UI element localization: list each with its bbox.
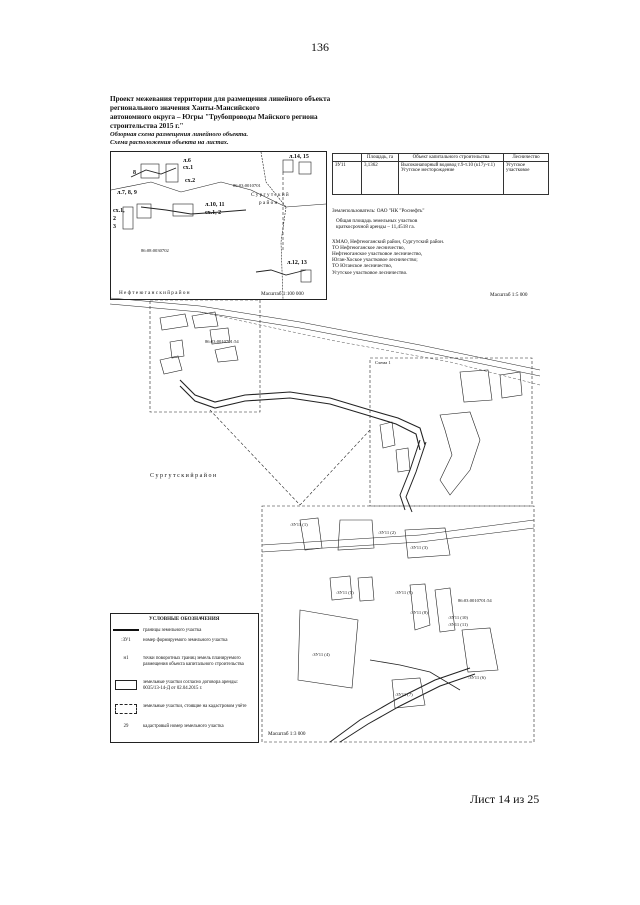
info-location: ХМАО, Нефтеюганский район, Сургутский ра… [332, 239, 532, 276]
overview-label-sx12: сх.1, 2 [205, 210, 222, 216]
info-location-line: Юган-Хоское участковое лесничество; [332, 257, 418, 264]
info-area: Общая площадь земельных участков краткос… [336, 218, 532, 230]
legend-item-text: границы земельного участка [143, 628, 202, 633]
document-subtitle: Обзорная схема размещения линейного объе… [110, 131, 360, 147]
sheet-label: Лист 14 из 25 [470, 792, 540, 806]
parcel-label: :ЗУ11 (4) [312, 652, 330, 657]
overview-surgut-1: С у р г у т с к и й [251, 192, 289, 198]
overview-label-l6: л.6 [183, 158, 191, 164]
legend: УСЛОВНЫЕ ОБОЗНАЧЕНИЯ границы земельного … [110, 613, 259, 743]
legend-lease-symbol [115, 680, 137, 690]
overview-label-l789: л.7, 8, 9 [117, 190, 137, 196]
legend-cadastral-symbol [115, 704, 137, 714]
overview-surgut-2: р а й о н [259, 200, 278, 206]
title-line: автономного округа – Югры "Трубопроводы … [110, 113, 318, 121]
title-line: Проект межевания территории для размещен… [110, 95, 331, 103]
map-scale-top: Масштаб 1:5 000 [490, 292, 528, 298]
overview-map: л.6 сх.1 сх.2 8 л.7, 8, 9 сх.1, 2 3 л.14… [110, 151, 327, 300]
overview-label-3: 3 [113, 224, 116, 230]
info-location-line: ТО Юганское лесничество, [332, 263, 393, 270]
map-scheme-1: Схема 1 [375, 360, 391, 365]
parcel-label: :ЗУ11 (9) [395, 590, 413, 595]
legend-item: земельные участки, стоящие на кадастрово… [113, 704, 248, 714]
parcel-label: :ЗУ11 (5) [336, 590, 354, 595]
table-cell: Угутское участковое [503, 161, 549, 195]
map-cad-detail: 86:03:0010701:54 [458, 598, 492, 603]
parcel-label: :ЗУ11 (11) [448, 622, 468, 627]
parcel-label: :ЗУ11 (1) [290, 522, 308, 527]
overview-cad-2: 86:08:0030702 [141, 248, 169, 253]
parcel-label: :ЗУ11 (6) [468, 675, 486, 680]
overview-cad-1: 86:03:0010701 [233, 183, 261, 188]
map-surgut-district: С у р г у т с к и й р а й о н [150, 473, 217, 479]
overview-label-sx1: сх.1 [183, 165, 194, 171]
legend-item: 29 кадастровый номер земельного участка [113, 724, 248, 730]
document-title: Проект межевания территории для размещен… [110, 95, 390, 131]
overview-label-l1415: л.14, 15 [289, 154, 309, 160]
legend-item-text: точки поворотных границ земель планируем… [143, 656, 244, 667]
subtitle-line: Обзорная схема размещения линейного объе… [110, 131, 249, 138]
parcel-label: :ЗУ11 (10) [448, 615, 468, 620]
legend-item-text: земельные участки, стоящие на кадастрово… [143, 704, 247, 709]
legend-item-symbol: :ЗУ1 [121, 638, 131, 643]
info-area-line: Общая площадь земельных участков [336, 218, 418, 225]
legend-item-symbol: 29 [123, 724, 129, 729]
overview-label-sx2: сх.2 [185, 178, 196, 184]
subtitle-line: Схема расположения объекта на листах. [110, 139, 229, 146]
overview-label-l1213: л.12, 13 [287, 260, 307, 266]
overview-label-sx1b: сх.1, [113, 208, 125, 214]
legend-item-text: земельные участки согласно договора арен… [143, 680, 238, 691]
legend-item: границы земельного участка [113, 628, 248, 634]
info-location-line: Нефтеюганское участковое лесничество, [332, 251, 423, 258]
table-cell: ЗУ11 [332, 161, 362, 195]
legend-items: границы земельного участка :ЗУ1 номер фор… [113, 628, 253, 740]
legend-item-text: кадастровый номер земельного участка [143, 724, 224, 729]
parcel-label: :ЗУ11 (8) [410, 610, 428, 615]
parcel-label: :ЗУ11 (7) [395, 692, 413, 697]
legend-item: :ЗУ1 номер формируемого земельного участк… [113, 638, 248, 644]
overview-scale: Масштаб 1:100 000 [261, 291, 304, 297]
parcel-label: :ЗУ11 (3) [410, 545, 428, 550]
info-location-line: ТО Нефтеюганское лесничество, [332, 244, 405, 251]
info-area-line: краткосрочной аренды – 11,4518 га. [336, 224, 415, 231]
overview-label-l1011: л.10, 11 [205, 202, 225, 208]
table-row: ЗУ11 3,1362 Высоконапорный водовод т.9-т… [332, 161, 549, 195]
legend-item: земельные участки согласно договора арен… [113, 680, 248, 691]
legend-title: УСЛОВНЫЕ ОБОЗНАЧЕНИЯ [149, 617, 220, 622]
map-cad-main: 86:03:0010701:54 [205, 339, 239, 344]
parcel-table-wrap: Площадь, га Объект капитального строител… [332, 153, 549, 195]
map-scale-bottom: Масштаб 1:3 000 [268, 731, 306, 737]
legend-item-symbol: н1 [123, 656, 129, 661]
page-number: 136 [311, 40, 329, 54]
parcel-table: Площадь, га Объект капитального строител… [332, 153, 549, 195]
legend-item: н1 точки поворотных границ земель планиру… [113, 656, 248, 667]
table-cell: 3,1362 [361, 161, 399, 195]
overview-label-8: 8 [133, 170, 136, 176]
overview-label-2: 2 [113, 216, 116, 222]
legend-boundary-symbol [113, 628, 139, 631]
title-line: регионального значения Ханты-Мансийского [110, 104, 260, 112]
info-owner: Землепользователь: ОАО "НК "Роснефть" [332, 208, 425, 214]
info-location-line: Угутское участковое лесничество. [332, 269, 408, 276]
info-block: Землепользователь: ОАО "НК "Роснефть" Об… [332, 208, 532, 276]
parcel-label: :ЗУ11 (2) [378, 530, 396, 535]
info-location-line: ХМАО, Нефтеюганский район, Сургутский ра… [332, 238, 445, 245]
table-cell: Высоконапорный водовод т.9-т.10 (к17у-т.… [398, 161, 504, 195]
overview-map-drawing [110, 151, 327, 300]
overview-nefteyugansk: Н е ф т е ю г а н с к и й р а й о н [119, 290, 190, 296]
title-line: строительства 2015 г." [110, 122, 184, 130]
legend-item-text: номер формируемого земельного участка [143, 638, 228, 643]
